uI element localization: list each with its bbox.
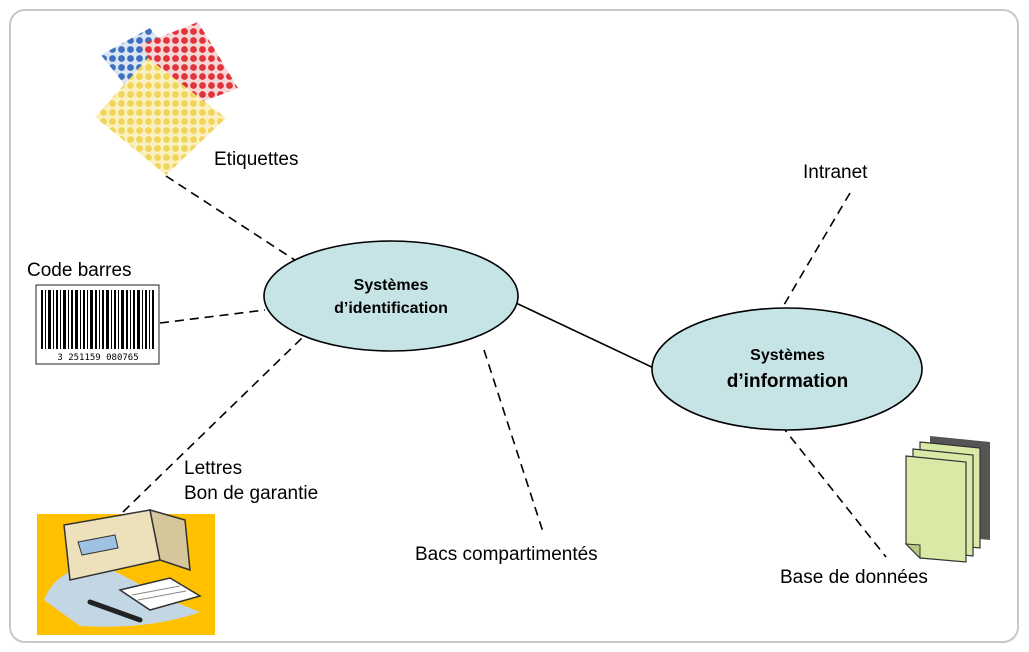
node-identification-line1: Systèmes xyxy=(353,277,429,294)
label-bacs: Bacs compartimentés xyxy=(415,544,598,565)
connector-base-donnees xyxy=(780,424,887,558)
label-etiquettes: Etiquettes xyxy=(214,149,299,170)
mail-package-icon xyxy=(37,508,215,635)
node-information-ellipse xyxy=(651,307,923,431)
barcode-digits: 3 251159 080765 xyxy=(57,353,138,363)
stickers-icon xyxy=(95,22,238,175)
connector-intranet xyxy=(777,192,851,316)
connector-main xyxy=(515,302,659,371)
label-bon-garantie: Bon de garantie xyxy=(184,483,319,504)
label-base-donnees: Base de données xyxy=(780,567,928,588)
connector-code-barres xyxy=(159,309,266,324)
node-information: Systèmes d’information xyxy=(680,334,895,404)
barcode-icon: 3 251159 080765 xyxy=(35,284,160,365)
node-identification-line2: d’identification xyxy=(334,300,448,317)
node-information-line2: d’information xyxy=(726,371,849,392)
connector-lettres xyxy=(122,337,303,513)
connector-bacs xyxy=(483,349,545,536)
label-code-barres: Code barres xyxy=(27,260,132,281)
label-lettres: Lettres xyxy=(184,458,243,479)
label-intranet: Intranet xyxy=(803,162,868,183)
node-information-line1: Systèmes xyxy=(750,347,825,364)
documents-icon xyxy=(904,436,990,563)
connector-etiquettes xyxy=(165,175,308,269)
node-identification-ellipse xyxy=(263,240,519,352)
node-identification: Systèmes d’identification xyxy=(291,264,491,330)
